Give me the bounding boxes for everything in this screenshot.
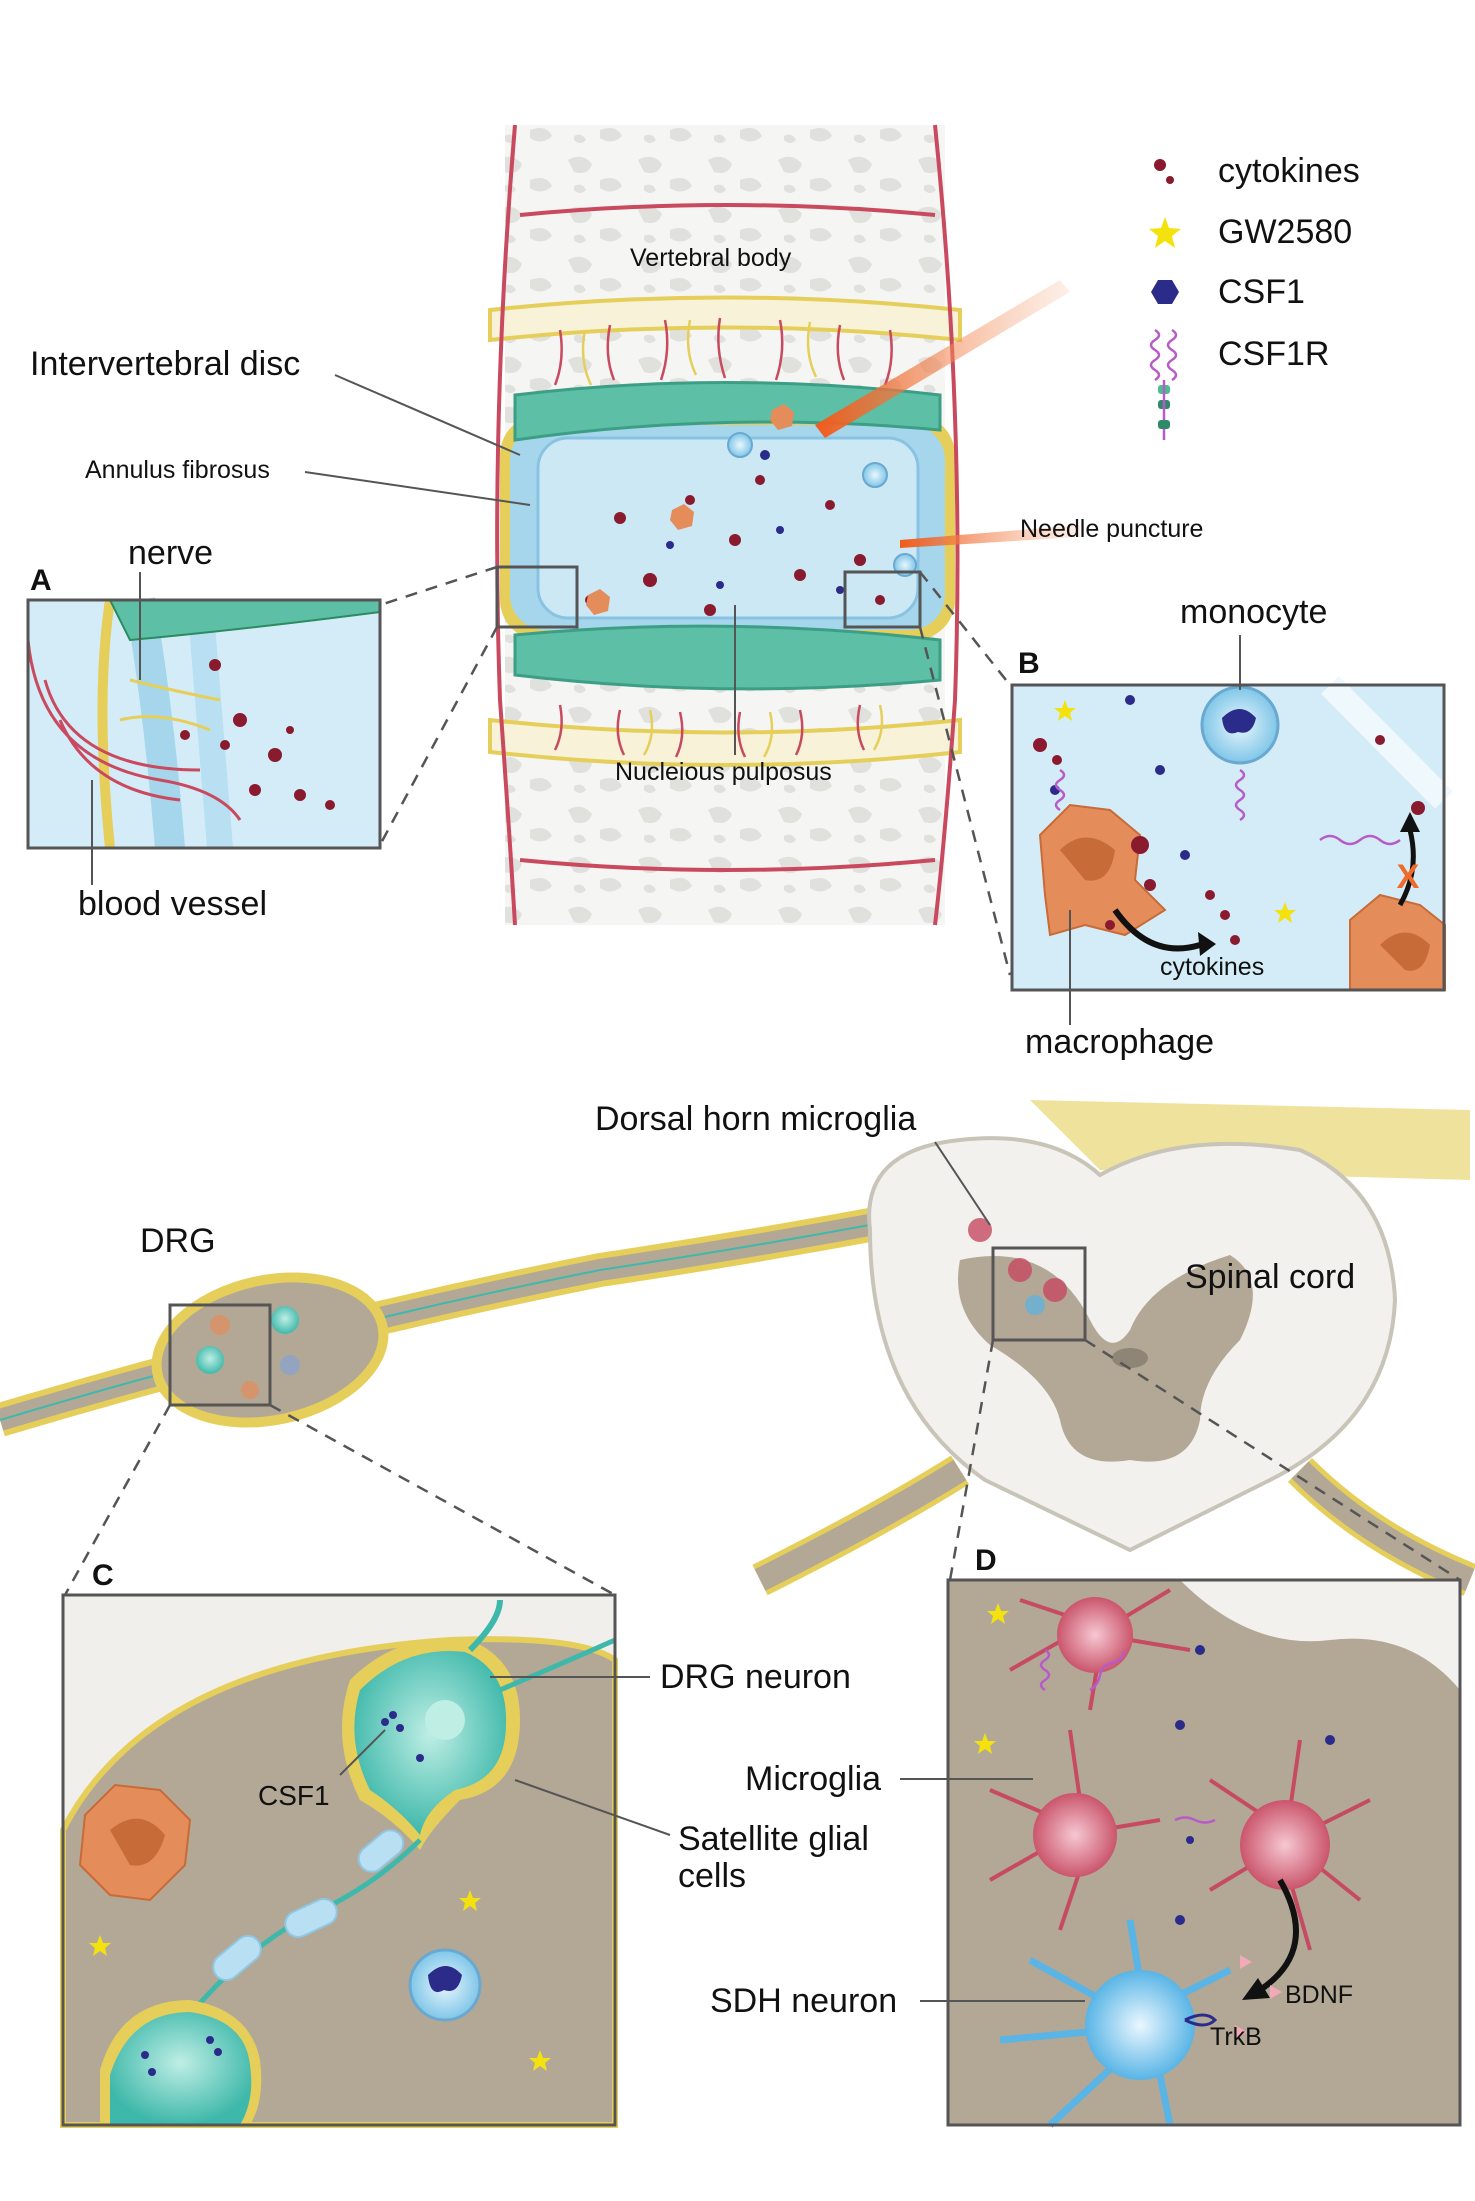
zoom-box-b (843, 570, 922, 629)
blocked-x-mark: X (1397, 858, 1420, 896)
annulus-fibrosus-label: Annulus fibrosus (85, 456, 270, 484)
satellite-glial-label-line2: cells (678, 1857, 746, 1895)
satellite-glial-label-line1: Satellite glial (678, 1820, 869, 1858)
macrophage-label: macrophage (1025, 1023, 1214, 1061)
drg-neuron-cell (354, 1651, 507, 1835)
spine-illustration (488, 124, 1080, 926)
vertebral-body-label: Vertebral body (630, 244, 792, 272)
blue-hexagon-icon (1151, 280, 1179, 304)
legend: cytokines GW2580 CSF1 CSF1R (1149, 152, 1360, 440)
panel-d-frame (946, 1578, 1462, 2127)
nucleus-macrophages (586, 404, 794, 615)
nerve-and-drg (0, 1183, 1004, 1437)
nucleus-pulposus-label: Nucleious pulposus (615, 758, 832, 786)
panel-b-frame (1010, 683, 1446, 992)
legend-gw2580-label: GW2580 (1218, 213, 1352, 251)
panel-a (26, 597, 382, 850)
panel-d (946, 1578, 1462, 2128)
microglia-label: Microglia (745, 1760, 881, 1798)
panel-a-frame (26, 598, 382, 850)
yellow-star-icon (1149, 217, 1181, 248)
cytokine-dots-icon (1154, 159, 1174, 184)
zoom-box-c (168, 1303, 272, 1407)
trkb-label: TrkB (1210, 2023, 1262, 2051)
panel-b-letter: B (1018, 647, 1040, 680)
microglia-cell-top (1057, 1597, 1133, 1673)
panel-d-letter: D (975, 1544, 997, 1577)
needle-upper (815, 280, 1070, 438)
zoom-box-a (495, 565, 579, 629)
sdh-neuron-cell (1085, 1970, 1195, 2080)
cytokines-arrow-label: cytokines (1160, 953, 1264, 981)
zoom-box-d (991, 1246, 1087, 1342)
nucleus-cytokines (585, 475, 885, 616)
panel-a-letter: A (30, 564, 52, 597)
drg-neuron-label: DRG neuron (660, 1658, 851, 1696)
receptor-coil-icon (1149, 328, 1178, 440)
needle-lower (900, 525, 1080, 548)
panel-b: X (1010, 676, 1453, 992)
drg-label: DRG (140, 1222, 216, 1260)
blood-vessel-label: blood vessel (78, 885, 267, 923)
spinal-cord-label: Spinal cord (1185, 1258, 1355, 1296)
microglia-cell-left (1033, 1793, 1117, 1877)
csf1-label: CSF1 (258, 1780, 330, 1811)
legend-csf1r-label: CSF1R (1218, 335, 1329, 373)
microglia-cell-right (1240, 1800, 1330, 1890)
monocyte-label: monocyte (1180, 593, 1327, 631)
panel-c-frame (61, 1593, 617, 2127)
dorsal-horn-microglia-label: Dorsal horn microglia (595, 1100, 916, 1138)
lower-drg-neuron-cell (110, 2012, 252, 2125)
panel-c-letter: C (92, 1559, 114, 1592)
intervertebral-disc-label: Intervertebral disc (30, 345, 300, 383)
nucleus-csf1 (666, 450, 844, 594)
spinal-cord (752, 1100, 1475, 1596)
legend-cytokines-label: cytokines (1218, 152, 1360, 190)
sdh-neuron-label: SDH neuron (710, 1982, 897, 2020)
bdnf-label: BDNF (1285, 1981, 1353, 2009)
legend-csf1-label: CSF1 (1218, 273, 1305, 311)
needle-puncture-label: Needle puncture (1020, 515, 1203, 543)
nerve-label: nerve (128, 534, 213, 572)
panel-c (60, 1593, 618, 2128)
